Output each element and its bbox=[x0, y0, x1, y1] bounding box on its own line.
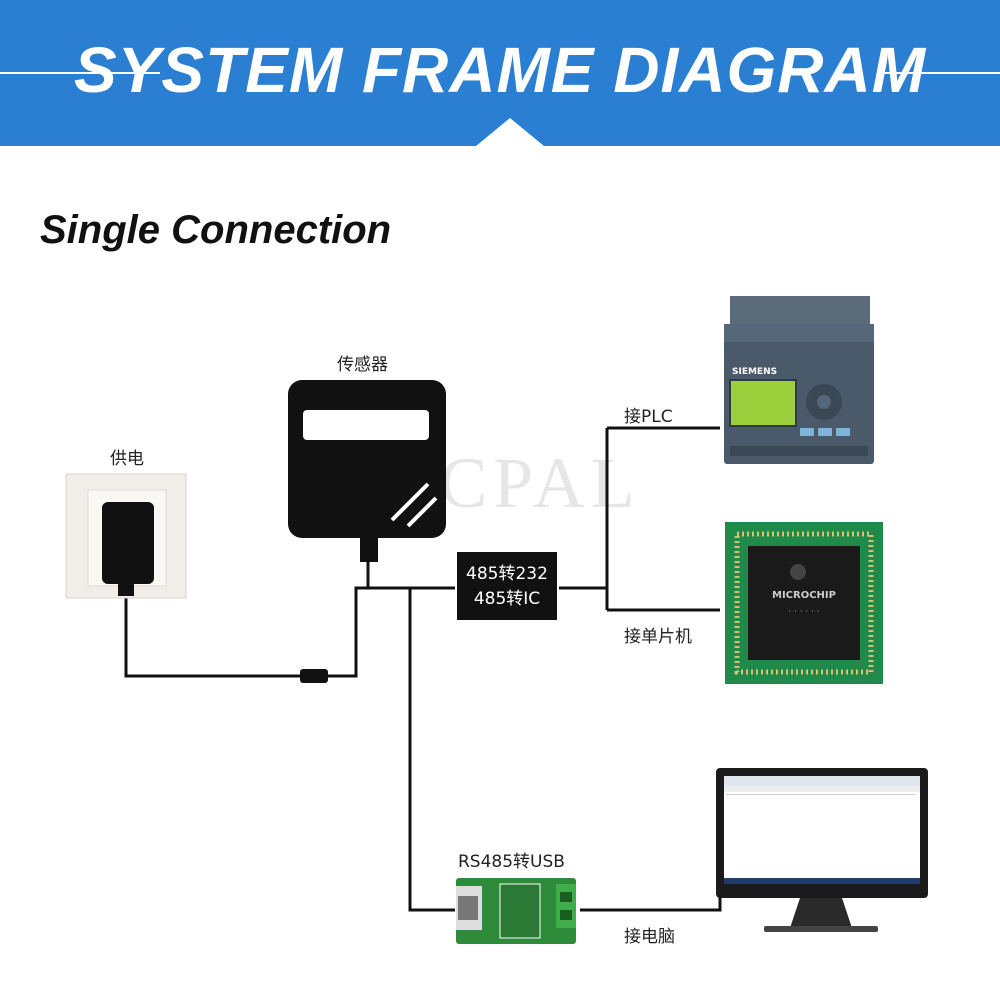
power-label: 供电 bbox=[110, 449, 144, 469]
banner-rule-right bbox=[878, 72, 1000, 74]
wire-bus-to-usb bbox=[408, 588, 455, 912]
wires bbox=[124, 426, 722, 912]
converter-line-1: 485转232 bbox=[466, 564, 548, 584]
sensor-label: 传感器 bbox=[337, 355, 388, 375]
header-banner: SYSTEM FRAME DIAGRAM bbox=[0, 0, 1000, 146]
wire-converter-to-devices bbox=[559, 426, 720, 612]
power-outlet-icon bbox=[65, 473, 187, 599]
wire-usb-to-computer bbox=[580, 896, 722, 912]
plc-label: 接PLC bbox=[624, 407, 673, 427]
wire-power-to-sensor bbox=[124, 586, 455, 678]
usb-converter-icon bbox=[456, 878, 576, 944]
computer-icon bbox=[716, 768, 928, 932]
page-title: SYSTEM FRAME DIAGRAM bbox=[74, 34, 926, 106]
usb-converter-label: RS485转USB bbox=[458, 852, 565, 872]
sensor-icon bbox=[288, 380, 446, 562]
converter-line-2: 485转IC bbox=[474, 589, 540, 609]
banner-notch bbox=[476, 118, 544, 146]
svg-text:· · · · · ·: · · · · · · bbox=[788, 607, 819, 617]
converter-box bbox=[457, 552, 557, 620]
watermark: CPAL bbox=[439, 443, 640, 523]
plc-brand: SIEMENS bbox=[732, 367, 777, 377]
banner-rule-left bbox=[0, 72, 160, 74]
plc-icon: SIEMENS bbox=[724, 296, 874, 464]
mcu-board-icon: MICROCHIP · · · · · · bbox=[725, 522, 883, 684]
mcu-label: 接单片机 bbox=[624, 627, 692, 647]
cable-plug bbox=[300, 669, 328, 683]
computer-label: 接电脑 bbox=[624, 927, 675, 947]
section-title: Single Connection bbox=[40, 208, 392, 252]
mcu-brand: MICROCHIP bbox=[772, 590, 836, 601]
